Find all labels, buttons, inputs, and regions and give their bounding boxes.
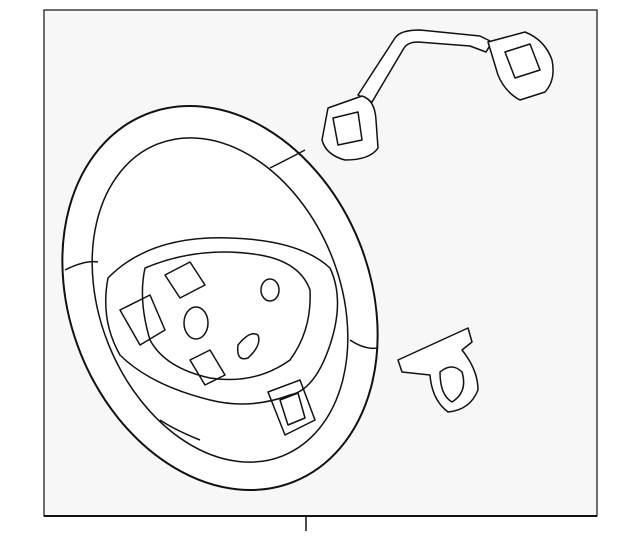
right-button-pad xyxy=(267,379,316,436)
left-button-pad xyxy=(119,294,166,346)
upper-button-pad xyxy=(164,261,206,299)
right-button-inner xyxy=(279,392,306,426)
switch-cover-bracket xyxy=(397,327,479,413)
rim-seam-bottom xyxy=(159,419,201,441)
left-switch-button xyxy=(332,111,363,146)
hub-cover xyxy=(104,237,339,405)
bracket-inner xyxy=(439,366,465,403)
hub-hole-left xyxy=(183,306,209,340)
rim-seam-left xyxy=(64,260,99,271)
right-switch-button xyxy=(504,43,541,79)
harness-cable xyxy=(357,29,493,103)
hub-inner xyxy=(141,251,311,381)
hub-hole-right xyxy=(260,278,280,302)
rim-seam-top xyxy=(269,149,306,169)
rim-seam-right xyxy=(349,339,379,350)
switch-harness-assembly xyxy=(321,29,554,161)
lower-spoke xyxy=(189,349,226,386)
hub-slot xyxy=(236,333,260,360)
steering-wheel xyxy=(61,105,379,491)
wheel-inner-rim xyxy=(91,137,349,463)
